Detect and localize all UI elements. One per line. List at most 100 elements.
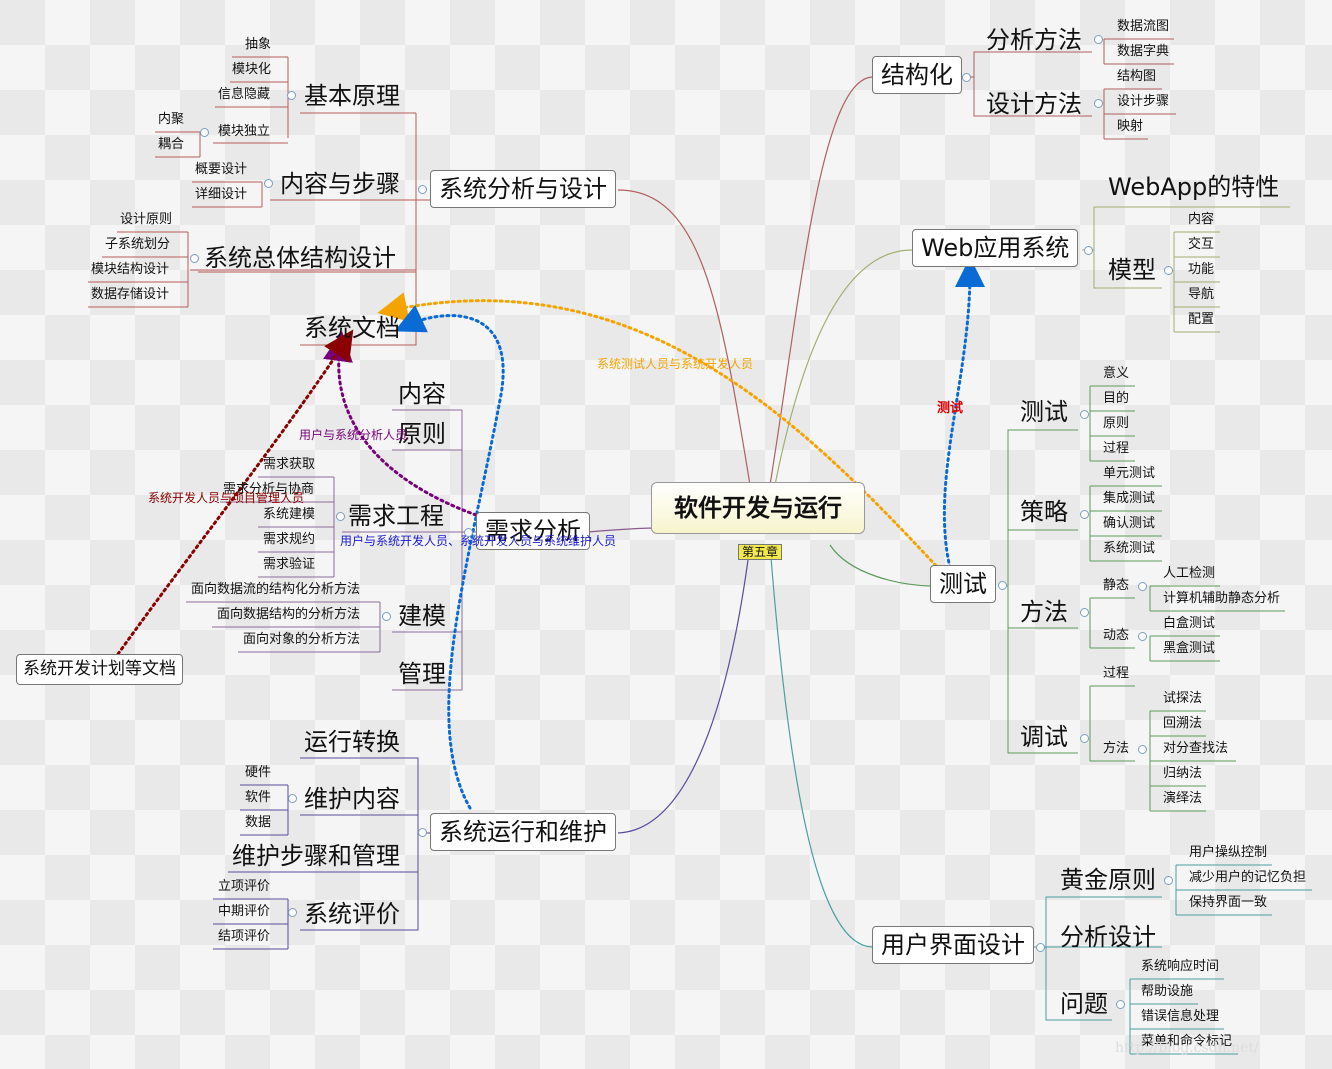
- leaf-test-principles[interactable]: 原则: [1103, 416, 1130, 431]
- node-test-strategy[interactable]: 策略: [1020, 498, 1068, 526]
- leaf-web-navigation[interactable]: 导航: [1188, 287, 1215, 302]
- node-overall-structure-design[interactable]: 系统总体结构设计: [204, 244, 396, 272]
- collapse-toggle-icon[interactable]: [288, 908, 297, 917]
- leaf-midterm-evaluation[interactable]: 中期评价: [218, 904, 271, 919]
- node-user-interface-design[interactable]: 用户界面设计: [872, 926, 1034, 964]
- leaf-web-configuration[interactable]: 配置: [1188, 312, 1215, 327]
- leaf-backtracking[interactable]: 回溯法: [1163, 716, 1203, 731]
- node-dynamic[interactable]: 动态: [1103, 628, 1130, 643]
- leaf-manual-inspection[interactable]: 人工检测: [1163, 566, 1216, 581]
- leaf-detail-design[interactable]: 详细设计: [195, 187, 248, 202]
- leaf-software[interactable]: 软件: [245, 790, 272, 805]
- leaf-test-purpose[interactable]: 目的: [1103, 391, 1130, 406]
- leaf-coupling[interactable]: 耦合: [158, 137, 185, 152]
- node-web-model[interactable]: 模型: [1108, 256, 1156, 284]
- leaf-dataflow-method[interactable]: 面向数据流的结构化分析方法: [191, 582, 361, 597]
- leaf-data[interactable]: 数据: [245, 815, 272, 830]
- leaf-req-validation[interactable]: 需求验证: [263, 557, 316, 572]
- node-req-engineering[interactable]: 需求工程: [348, 502, 444, 530]
- node-analysis-method[interactable]: 分析方法: [986, 26, 1082, 54]
- collapse-toggle-icon[interactable]: [1036, 943, 1045, 952]
- leaf-module-independence[interactable]: 模块独立: [218, 124, 271, 139]
- node-test-method[interactable]: 方法: [1020, 598, 1068, 626]
- collapse-toggle-icon[interactable]: [1084, 246, 1093, 255]
- leaf-computer-aided-static[interactable]: 计算机辅助静态分析: [1163, 591, 1281, 606]
- node-system-operation-maintenance[interactable]: 系统运行和维护: [430, 813, 616, 851]
- collapse-toggle-icon[interactable]: [200, 128, 209, 137]
- leaf-req-elicitation[interactable]: 需求获取: [263, 457, 316, 472]
- leaf-hardware[interactable]: 硬件: [245, 765, 272, 780]
- collapse-toggle-icon[interactable]: [464, 528, 473, 537]
- node-req-modeling[interactable]: 建模: [398, 602, 446, 630]
- leaf-trial-method[interactable]: 试探法: [1163, 691, 1203, 706]
- collapse-toggle-icon[interactable]: [962, 73, 971, 82]
- leaf-subsystem-division[interactable]: 子系统划分: [105, 237, 171, 252]
- node-basic-principles[interactable]: 基本原理: [304, 82, 400, 110]
- collapse-toggle-icon[interactable]: [287, 91, 296, 100]
- collapse-toggle-icon[interactable]: [1138, 632, 1147, 641]
- collapse-toggle-icon[interactable]: [288, 794, 297, 803]
- collapse-toggle-icon[interactable]: [1080, 510, 1089, 519]
- node-maintenance-content[interactable]: 维护内容: [304, 785, 400, 813]
- leaf-acceptance-test[interactable]: 确认测试: [1103, 516, 1156, 531]
- root-node[interactable]: 软件开发与运行: [651, 482, 865, 534]
- leaf-web-content[interactable]: 内容: [1188, 212, 1215, 227]
- leaf-outline-design[interactable]: 概要设计: [195, 162, 248, 177]
- collapse-toggle-icon[interactable]: [264, 179, 273, 188]
- node-issues[interactable]: 问题: [1060, 990, 1108, 1018]
- node-debugging[interactable]: 调试: [1020, 723, 1068, 751]
- collapse-toggle-icon[interactable]: [1138, 582, 1147, 591]
- node-testing-sub[interactable]: 测试: [1020, 398, 1068, 426]
- leaf-req-specification[interactable]: 需求规约: [263, 532, 316, 547]
- leaf-dataflow-diagram[interactable]: 数据流图: [1117, 19, 1170, 34]
- leaf-reduce-memory-load[interactable]: 减少用户的记忆负担: [1189, 870, 1307, 885]
- node-dev-plan-documents[interactable]: 系统开发计划等文档: [16, 654, 183, 685]
- leaf-test-significance[interactable]: 意义: [1103, 366, 1130, 381]
- leaf-response-time[interactable]: 系统响应时间: [1141, 959, 1220, 974]
- leaf-datastructure-method[interactable]: 面向数据结构的分析方法: [217, 607, 361, 622]
- node-req-content[interactable]: 内容: [398, 380, 446, 408]
- node-req-management[interactable]: 管理: [398, 660, 446, 688]
- collapse-toggle-icon[interactable]: [1094, 99, 1103, 108]
- collapse-toggle-icon[interactable]: [1080, 608, 1089, 617]
- collapse-toggle-icon[interactable]: [190, 254, 199, 263]
- leaf-deduction[interactable]: 演绎法: [1163, 791, 1203, 806]
- collapse-toggle-icon[interactable]: [336, 512, 345, 521]
- leaf-menu-command-labeling[interactable]: 菜单和命令标记: [1141, 1034, 1233, 1049]
- node-system-evaluation[interactable]: 系统评价: [304, 900, 400, 928]
- leaf-cohesion[interactable]: 内聚: [158, 112, 185, 127]
- node-webapp-features[interactable]: WebApp的特性: [1108, 173, 1280, 201]
- node-requirements-analysis[interactable]: 需求分析: [476, 512, 590, 550]
- leaf-system-test[interactable]: 系统测试: [1103, 541, 1156, 556]
- collapse-toggle-icon[interactable]: [998, 581, 1007, 590]
- leaf-web-interaction[interactable]: 交互: [1188, 237, 1215, 252]
- leaf-integration-test[interactable]: 集成测试: [1103, 491, 1156, 506]
- node-maintenance-steps[interactable]: 维护步骤和管理: [232, 842, 400, 870]
- leaf-induction[interactable]: 归纳法: [1163, 766, 1203, 781]
- node-operation-conversion[interactable]: 运行转换: [304, 728, 400, 756]
- node-web-application-system[interactable]: Web应用系统: [912, 229, 1079, 267]
- node-content-steps[interactable]: 内容与步骤: [280, 170, 400, 198]
- leaf-req-negotiation[interactable]: 需求分析与协商: [223, 482, 315, 497]
- leaf-error-handling[interactable]: 错误信息处理: [1141, 1009, 1220, 1024]
- leaf-user-control[interactable]: 用户操纵控制: [1189, 845, 1268, 860]
- collapse-toggle-icon[interactable]: [1094, 35, 1103, 44]
- collapse-toggle-icon[interactable]: [1164, 266, 1173, 275]
- leaf-unit-test[interactable]: 单元测试: [1103, 466, 1156, 481]
- node-design-method[interactable]: 设计方法: [986, 90, 1082, 118]
- leaf-final-evaluation[interactable]: 结项评价: [218, 929, 271, 944]
- node-structured[interactable]: 结构化: [872, 56, 962, 94]
- collapse-toggle-icon[interactable]: [1080, 410, 1089, 419]
- leaf-object-oriented-method[interactable]: 面向对象的分析方法: [243, 632, 361, 647]
- leaf-whitebox[interactable]: 白盒测试: [1163, 616, 1216, 631]
- collapse-toggle-icon[interactable]: [1138, 745, 1147, 754]
- leaf-binary-search[interactable]: 对分查找法: [1163, 741, 1229, 756]
- node-debug-process[interactable]: 过程: [1103, 666, 1130, 681]
- leaf-test-process[interactable]: 过程: [1103, 441, 1130, 456]
- leaf-design-principles[interactable]: 设计原则: [120, 212, 173, 227]
- collapse-toggle-icon[interactable]: [382, 612, 391, 621]
- node-golden-rules[interactable]: 黄金原则: [1060, 866, 1156, 894]
- collapse-toggle-icon[interactable]: [1080, 734, 1089, 743]
- node-debug-method[interactable]: 方法: [1103, 741, 1130, 756]
- leaf-structure-chart[interactable]: 结构图: [1117, 69, 1157, 84]
